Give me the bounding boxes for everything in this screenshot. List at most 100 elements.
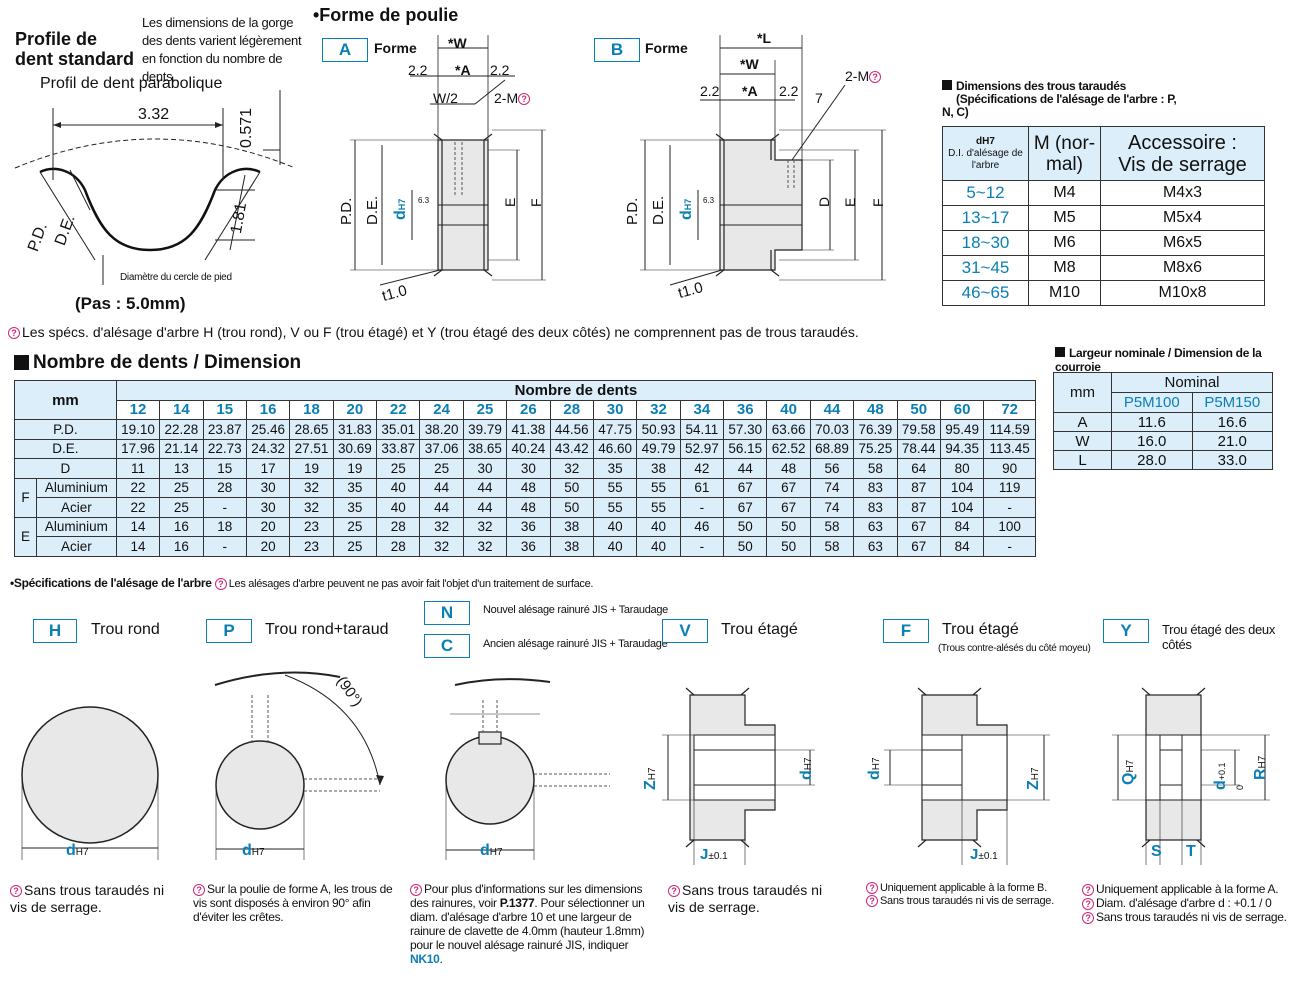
dims-cell: 38 <box>549 516 594 537</box>
bore-h-label: Trou rond <box>91 621 160 638</box>
forme-b-pd: P.D. <box>624 197 641 225</box>
dims-cell: 54.11 <box>679 419 725 440</box>
forme-a-a: *A <box>455 62 471 78</box>
dims-cell: 95.49 <box>939 419 985 440</box>
bore-title: •Spécifications de l'alésage de l'arbre … <box>10 576 594 590</box>
dims-cell: 40 <box>592 516 638 537</box>
dims-cell: 50 <box>766 516 811 537</box>
dims-cell: 40 <box>592 536 638 557</box>
bore-y-drawing <box>1112 687 1270 865</box>
dims-cell: 25 <box>332 516 378 537</box>
tapped-cell-m: M4 <box>1028 180 1101 206</box>
dims-cell: 64 <box>896 458 941 479</box>
profile-parabolic-label: Profil de dent parabolique <box>40 75 223 92</box>
dims-cell: 57.30 <box>723 419 768 440</box>
profile-note: Les dimensions de la gorge des dents var… <box>142 15 302 84</box>
belt-col-p5m150: P5M150 <box>1191 392 1273 413</box>
forme-a-rough: 6.3 <box>418 196 430 205</box>
dims-teeth-header: Nombre de dents <box>115 380 1037 401</box>
dims-cell: 48 <box>506 477 551 498</box>
profile-dim-0571: 0.571 <box>238 107 255 148</box>
dims-cell: 56 <box>809 458 855 479</box>
dims-cell: - <box>983 497 1036 518</box>
bore-f-d: dH7 <box>866 757 883 780</box>
bore-h-note: ?Sans trous taraudés ni vis de serrage. <box>10 882 165 915</box>
dims-cell: 38.65 <box>462 438 508 459</box>
belt-cell-k: A <box>1053 412 1112 432</box>
dims-cell: 22 <box>115 497 161 518</box>
spec-note: ?Les spécs. d'alésage d'arbre H (trou ro… <box>8 324 859 340</box>
dims-cell: 50 <box>723 536 768 557</box>
dims-cell: 35 <box>592 458 638 479</box>
dims-cell: 20 <box>245 516 291 537</box>
dims-cell: 62.52 <box>766 438 811 459</box>
pulley-form-b-drawing <box>640 35 886 286</box>
dims-cell: - <box>202 497 247 518</box>
dims-cell: 58 <box>809 516 855 537</box>
dims-cell: 40 <box>376 477 421 498</box>
dims-cell: 61 <box>679 477 725 498</box>
dims-cell: 15 <box>202 458 247 479</box>
dims-cell: 42 <box>679 458 725 479</box>
dims-cell: 32 <box>462 536 508 557</box>
bore-y-d: d+0.1 0 <box>1212 762 1245 790</box>
dims-cell: 37.06 <box>419 438 464 459</box>
dims-cell: 13 <box>159 458 204 479</box>
dims-cell: - <box>983 536 1036 557</box>
belt-cell-v2: 16.6 <box>1191 412 1273 432</box>
forme-b-22-right: 2.2 <box>779 83 799 99</box>
dims-cell: 14 <box>115 516 161 537</box>
bore-p-label: Trou rond+taraud <box>265 621 389 638</box>
forme-b-l: *L <box>757 30 771 46</box>
dims-cell: 76.39 <box>853 419 898 440</box>
dims-cell: 20 <box>245 536 291 557</box>
dims-cell: 21.14 <box>159 438 204 459</box>
dims-cell: 39.79 <box>462 419 508 440</box>
pulley-form-a-drawing <box>350 35 546 286</box>
dims-cell: 23 <box>289 536 334 557</box>
dims-cell: 30.69 <box>332 438 378 459</box>
dims-cell: 14 <box>115 536 161 557</box>
teeth-count-60: 60 <box>939 399 985 420</box>
dims-cell: 84 <box>939 536 985 557</box>
teeth-count-18: 18 <box>289 399 334 420</box>
tooth-profile-drawing <box>14 90 296 285</box>
dims-cell: 35 <box>332 477 378 498</box>
dims-cell: 74 <box>809 497 855 518</box>
teeth-count-22: 22 <box>376 399 421 420</box>
dims-cell: 28 <box>376 516 421 537</box>
dims-cell: 44 <box>723 458 768 479</box>
dims-cell: 44 <box>462 497 508 518</box>
dims-cell: 48 <box>506 497 551 518</box>
dims-cell: 79.58 <box>896 419 941 440</box>
dims-cell: 50 <box>723 516 768 537</box>
dims-cell: 55 <box>636 477 681 498</box>
forme-a-f: F <box>528 198 544 207</box>
dims-cell: 49.79 <box>636 438 681 459</box>
dims-cell: - <box>679 497 725 518</box>
bore-nc-note: ?Pour plus d'informations sur les dimens… <box>410 882 645 966</box>
dims-cell: 44 <box>419 477 464 498</box>
dims-row-pd: P.D. <box>14 419 117 440</box>
dims-cell: 74 <box>809 477 855 498</box>
dims-cell: 19 <box>289 458 334 479</box>
dims-cell: 25 <box>376 458 421 479</box>
dims-cell: 18 <box>202 516 247 537</box>
dims-cell: 36 <box>506 536 551 557</box>
forme-a-w: *W <box>448 35 467 51</box>
dims-cell: 25 <box>159 497 204 518</box>
dims-cell: 11 <box>115 458 161 479</box>
dims-cell: 67 <box>723 497 768 518</box>
profile-title-1: Profile de <box>15 29 98 49</box>
forme-b-label: Forme <box>645 40 688 56</box>
dims-cell: 100 <box>983 516 1036 537</box>
dims-cell: 32 <box>549 458 594 479</box>
dims-cell: 44 <box>419 497 464 518</box>
